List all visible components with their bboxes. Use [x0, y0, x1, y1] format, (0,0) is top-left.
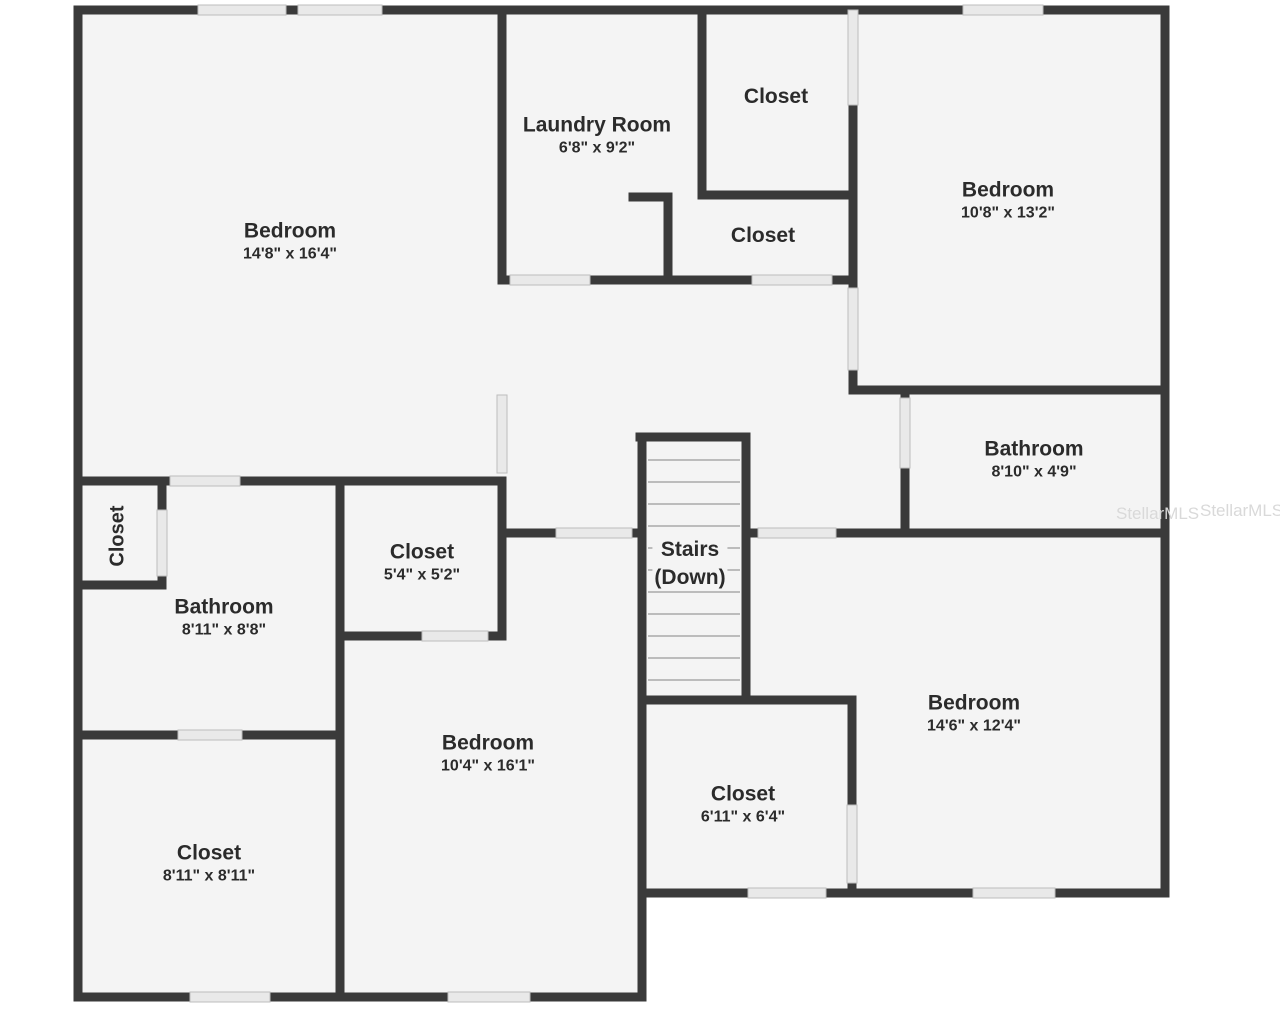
stair-treads	[648, 459, 740, 681]
room-closet-center: Closet 5'4" x 5'2"	[384, 541, 460, 586]
room-bathroom-w: Bathroom 8'11" x 8'8"	[174, 596, 273, 641]
room-closet-sw: Closet 8'11" x 8'11"	[163, 842, 255, 887]
room-bedroom-s: Bedroom 10'4" x 16'1"	[441, 732, 535, 777]
room-closet-mid: Closet	[731, 224, 795, 248]
room-name: Closet	[710, 782, 776, 806]
room-closet-small: Closet	[106, 505, 129, 567]
room-dimensions: 8'11" x 8'8"	[181, 621, 267, 639]
room-name: Closet	[743, 84, 809, 108]
room-name: Laundry Room	[522, 113, 672, 137]
room-name: Bedroom	[961, 178, 1055, 202]
room-name: Closet	[176, 841, 242, 865]
room-bathroom-e: Bathroom 8'10" x 4'9"	[984, 438, 1083, 483]
room-name: Closet	[389, 540, 455, 564]
openings	[156, 4, 1056, 1003]
room-closet-south: Closet 6'11" x 6'4"	[701, 783, 785, 828]
room-name: Closet	[730, 223, 796, 247]
room-bedroom-nw: Bedroom 14'8" x 16'4"	[243, 220, 337, 265]
room-bedroom-se: Bedroom 14'6" x 12'4"	[927, 692, 1021, 737]
room-stairs: Stairs (Down)	[652, 537, 728, 591]
room-laundry: Laundry Room 6'8" x 9'2"	[523, 114, 671, 159]
room-dimensions: 6'8" x 9'2"	[558, 139, 636, 157]
room-dimensions: 14'6" x 12'4"	[927, 717, 1021, 735]
room-name: Bedroom	[243, 219, 337, 243]
room-name-line2: (Down)	[652, 566, 728, 591]
room-dimensions: 10'8" x 13'2"	[961, 204, 1055, 222]
watermark-2: StellarMLS	[1200, 501, 1280, 520]
watermark-1: StellarMLS	[1116, 504, 1200, 523]
room-dimensions: 10'4" x 16'1"	[441, 757, 535, 775]
floor-area	[78, 10, 1165, 997]
room-closet-top: Closet	[744, 85, 808, 109]
room-dimensions: 14'8" x 16'4"	[243, 245, 337, 263]
room-name: Bathroom	[984, 437, 1084, 461]
room-dimensions: 8'10" x 4'9"	[991, 463, 1077, 481]
room-bedroom-ne: Bedroom 10'8" x 13'2"	[961, 179, 1055, 224]
room-dimensions: 6'11" x 6'4"	[700, 808, 786, 826]
room-name: Bedroom	[927, 691, 1021, 715]
room-name: Bedroom	[441, 731, 535, 755]
room-dimensions: 8'11" x 8'11"	[162, 867, 256, 885]
room-name: Stairs	[652, 537, 728, 562]
room-name: Bathroom	[174, 595, 274, 619]
room-dimensions: 5'4" x 5'2"	[383, 566, 461, 584]
